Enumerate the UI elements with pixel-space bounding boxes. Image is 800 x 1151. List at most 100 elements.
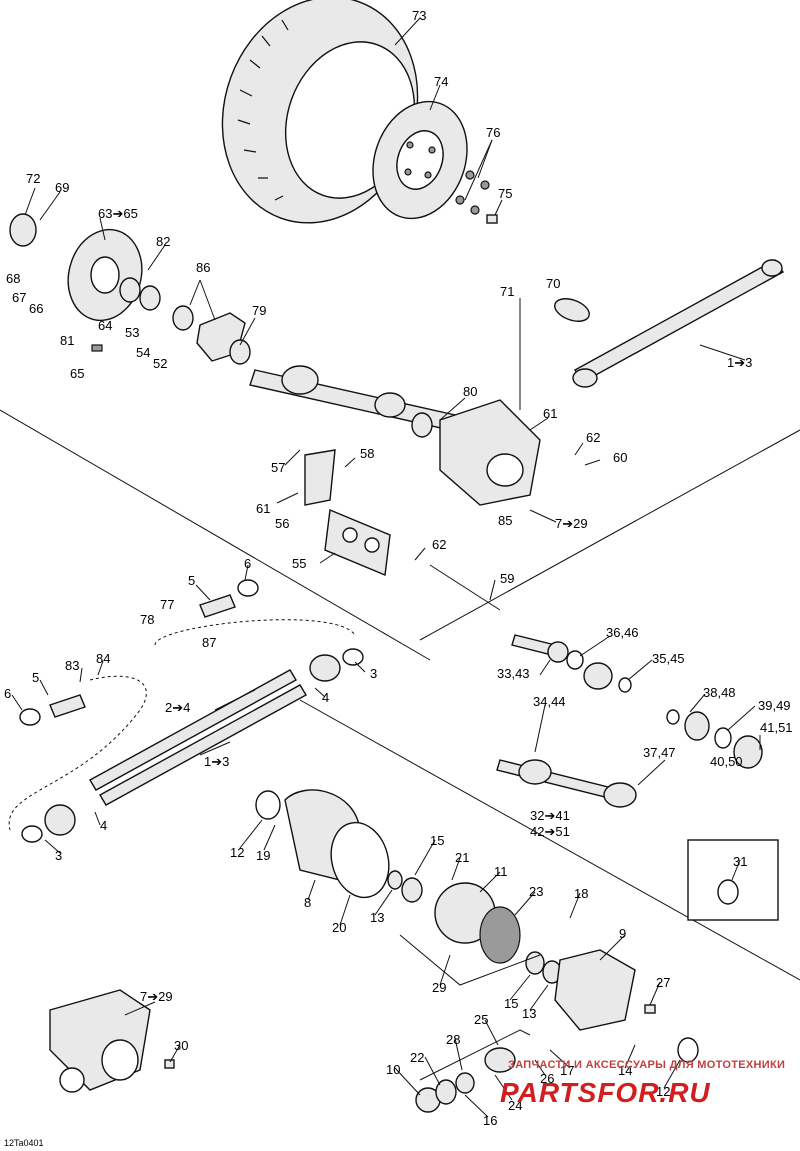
callout-label: 5 <box>188 573 195 588</box>
callout-label: 17 <box>560 1063 574 1078</box>
callout-label: 8 <box>304 895 311 910</box>
callout-label: 60 <box>613 450 627 465</box>
callout-label: 59 <box>500 571 514 586</box>
callout-label: 34,44 <box>533 694 566 709</box>
spring-illustration <box>554 298 590 322</box>
callout-label: 18 <box>574 886 588 901</box>
callout-label: 32➔41 <box>530 808 570 823</box>
callout-label: 53 <box>125 325 139 340</box>
prop-shaft-illustration <box>572 259 785 388</box>
callout-label: 42➔51 <box>530 824 570 839</box>
callout-label: 79 <box>252 303 266 318</box>
callout-label: 33,43 <box>497 666 530 681</box>
callout-label: 67 <box>12 290 26 305</box>
callout-label: 1➔3 <box>727 355 752 370</box>
callout-label: 71 <box>500 284 514 299</box>
callout-label: 74 <box>434 74 448 89</box>
callout-label: 30 <box>174 1038 188 1053</box>
callout-label: 13 <box>522 1006 536 1021</box>
callout-label: 83 <box>65 658 79 673</box>
callout-label: 10 <box>386 1062 400 1077</box>
gearbox-housing-illustration <box>439 399 541 506</box>
section-divider-middle <box>419 429 800 641</box>
callout-label: 77 <box>160 597 174 612</box>
callout-label: 31 <box>733 854 747 869</box>
callout-label: 3 <box>55 848 62 863</box>
callout-label: 7➔29 <box>140 989 173 1004</box>
leader-lines <box>11 17 761 1118</box>
callout-label: 12 <box>230 845 244 860</box>
callout-label: 26 <box>540 1071 554 1086</box>
callout-label: 15 <box>504 996 518 1011</box>
inset-box <box>687 839 779 921</box>
callout-label: 81 <box>60 333 74 348</box>
callout-label: 52 <box>153 356 167 371</box>
callout-label: 28 <box>446 1032 460 1047</box>
callout-label: 57 <box>271 460 285 475</box>
callout-label: 68 <box>6 271 20 286</box>
callout-label: 75 <box>498 186 512 201</box>
callout-label: 7➔29 <box>555 516 588 531</box>
callout-label: 3 <box>370 666 377 681</box>
callout-label: 23 <box>529 884 543 899</box>
callout-label: 54 <box>136 345 150 360</box>
callout-label: 78 <box>140 612 154 627</box>
callout-label: 73 <box>412 8 426 23</box>
callout-label: 4 <box>322 690 329 705</box>
callout-label: 72 <box>26 171 40 186</box>
callout-label: 41,51 <box>760 720 793 735</box>
callout-label: 82 <box>156 234 170 249</box>
drawing-code: 12Ta0401 <box>4 1138 44 1148</box>
callout-label: 22 <box>410 1050 424 1065</box>
callout-label: 70 <box>546 276 560 291</box>
section-divider-upper <box>0 409 431 661</box>
callout-label: 12 <box>656 1084 670 1099</box>
watermark-tagline: ЗАПЧАСТИ И АКСЕССУАРЫ ДЛЯ МОТОТЕХНИКИ <box>508 1059 785 1071</box>
callout-label: 20 <box>332 920 346 935</box>
callout-label: 36,46 <box>606 625 639 640</box>
wheel-rim-illustration <box>372 100 468 220</box>
callout-label: 40,50 <box>710 754 743 769</box>
callout-label: 62 <box>432 537 446 552</box>
callout-label: 38,48 <box>703 685 736 700</box>
mount-plate-illustration <box>304 449 501 611</box>
callout-label: 86 <box>196 260 210 275</box>
callout-label: 87 <box>202 635 216 650</box>
callout-label: 80 <box>463 384 477 399</box>
section-divider-lower <box>299 699 800 981</box>
callout-label: 16 <box>483 1113 497 1128</box>
callout-label: 29 <box>432 980 446 995</box>
watermark: ЗАПЧАСТИ И АКСЕССУАРЫ ДЛЯ МОТОТЕХНИКИ PA… <box>500 1059 785 1108</box>
callout-label: 85 <box>498 513 512 528</box>
callout-label: 61 <box>256 501 270 516</box>
callout-label: 4 <box>100 818 107 833</box>
callout-label: 21 <box>455 850 469 865</box>
cv-joint-kit-illustration <box>496 634 763 808</box>
callout-label: 19 <box>256 848 270 863</box>
callout-label: 24 <box>508 1098 522 1113</box>
callout-label: 6 <box>244 556 251 571</box>
callout-label: 61 <box>543 406 557 421</box>
callout-label: 1➔3 <box>204 754 229 769</box>
callout-labels: 73 74 76 75 72 69 63➔65 68 67 66 81 64 5… <box>4 8 793 1128</box>
callout-label: 62 <box>586 430 600 445</box>
hub-assembly-illustration <box>9 213 251 365</box>
callout-label: 84 <box>96 651 110 666</box>
wheel-nuts-illustration <box>455 170 498 224</box>
callout-label: 65 <box>70 366 84 381</box>
callout-label: 27 <box>656 975 670 990</box>
callout-label: 69 <box>55 180 69 195</box>
callout-label: 39,49 <box>758 698 791 713</box>
callout-label: 2➔4 <box>165 700 190 715</box>
callout-label: 25 <box>474 1012 488 1027</box>
callout-label: 9 <box>619 926 626 941</box>
drive-shaft-upper-illustration <box>249 365 456 438</box>
callout-label: 5 <box>32 670 39 685</box>
callout-label: 13 <box>370 910 384 925</box>
callout-label: 11 <box>494 864 508 879</box>
callout-label: 58 <box>360 446 374 461</box>
ring-illustration <box>717 879 739 905</box>
callout-label: 6 <box>4 686 11 701</box>
callout-label: 64 <box>98 318 112 333</box>
